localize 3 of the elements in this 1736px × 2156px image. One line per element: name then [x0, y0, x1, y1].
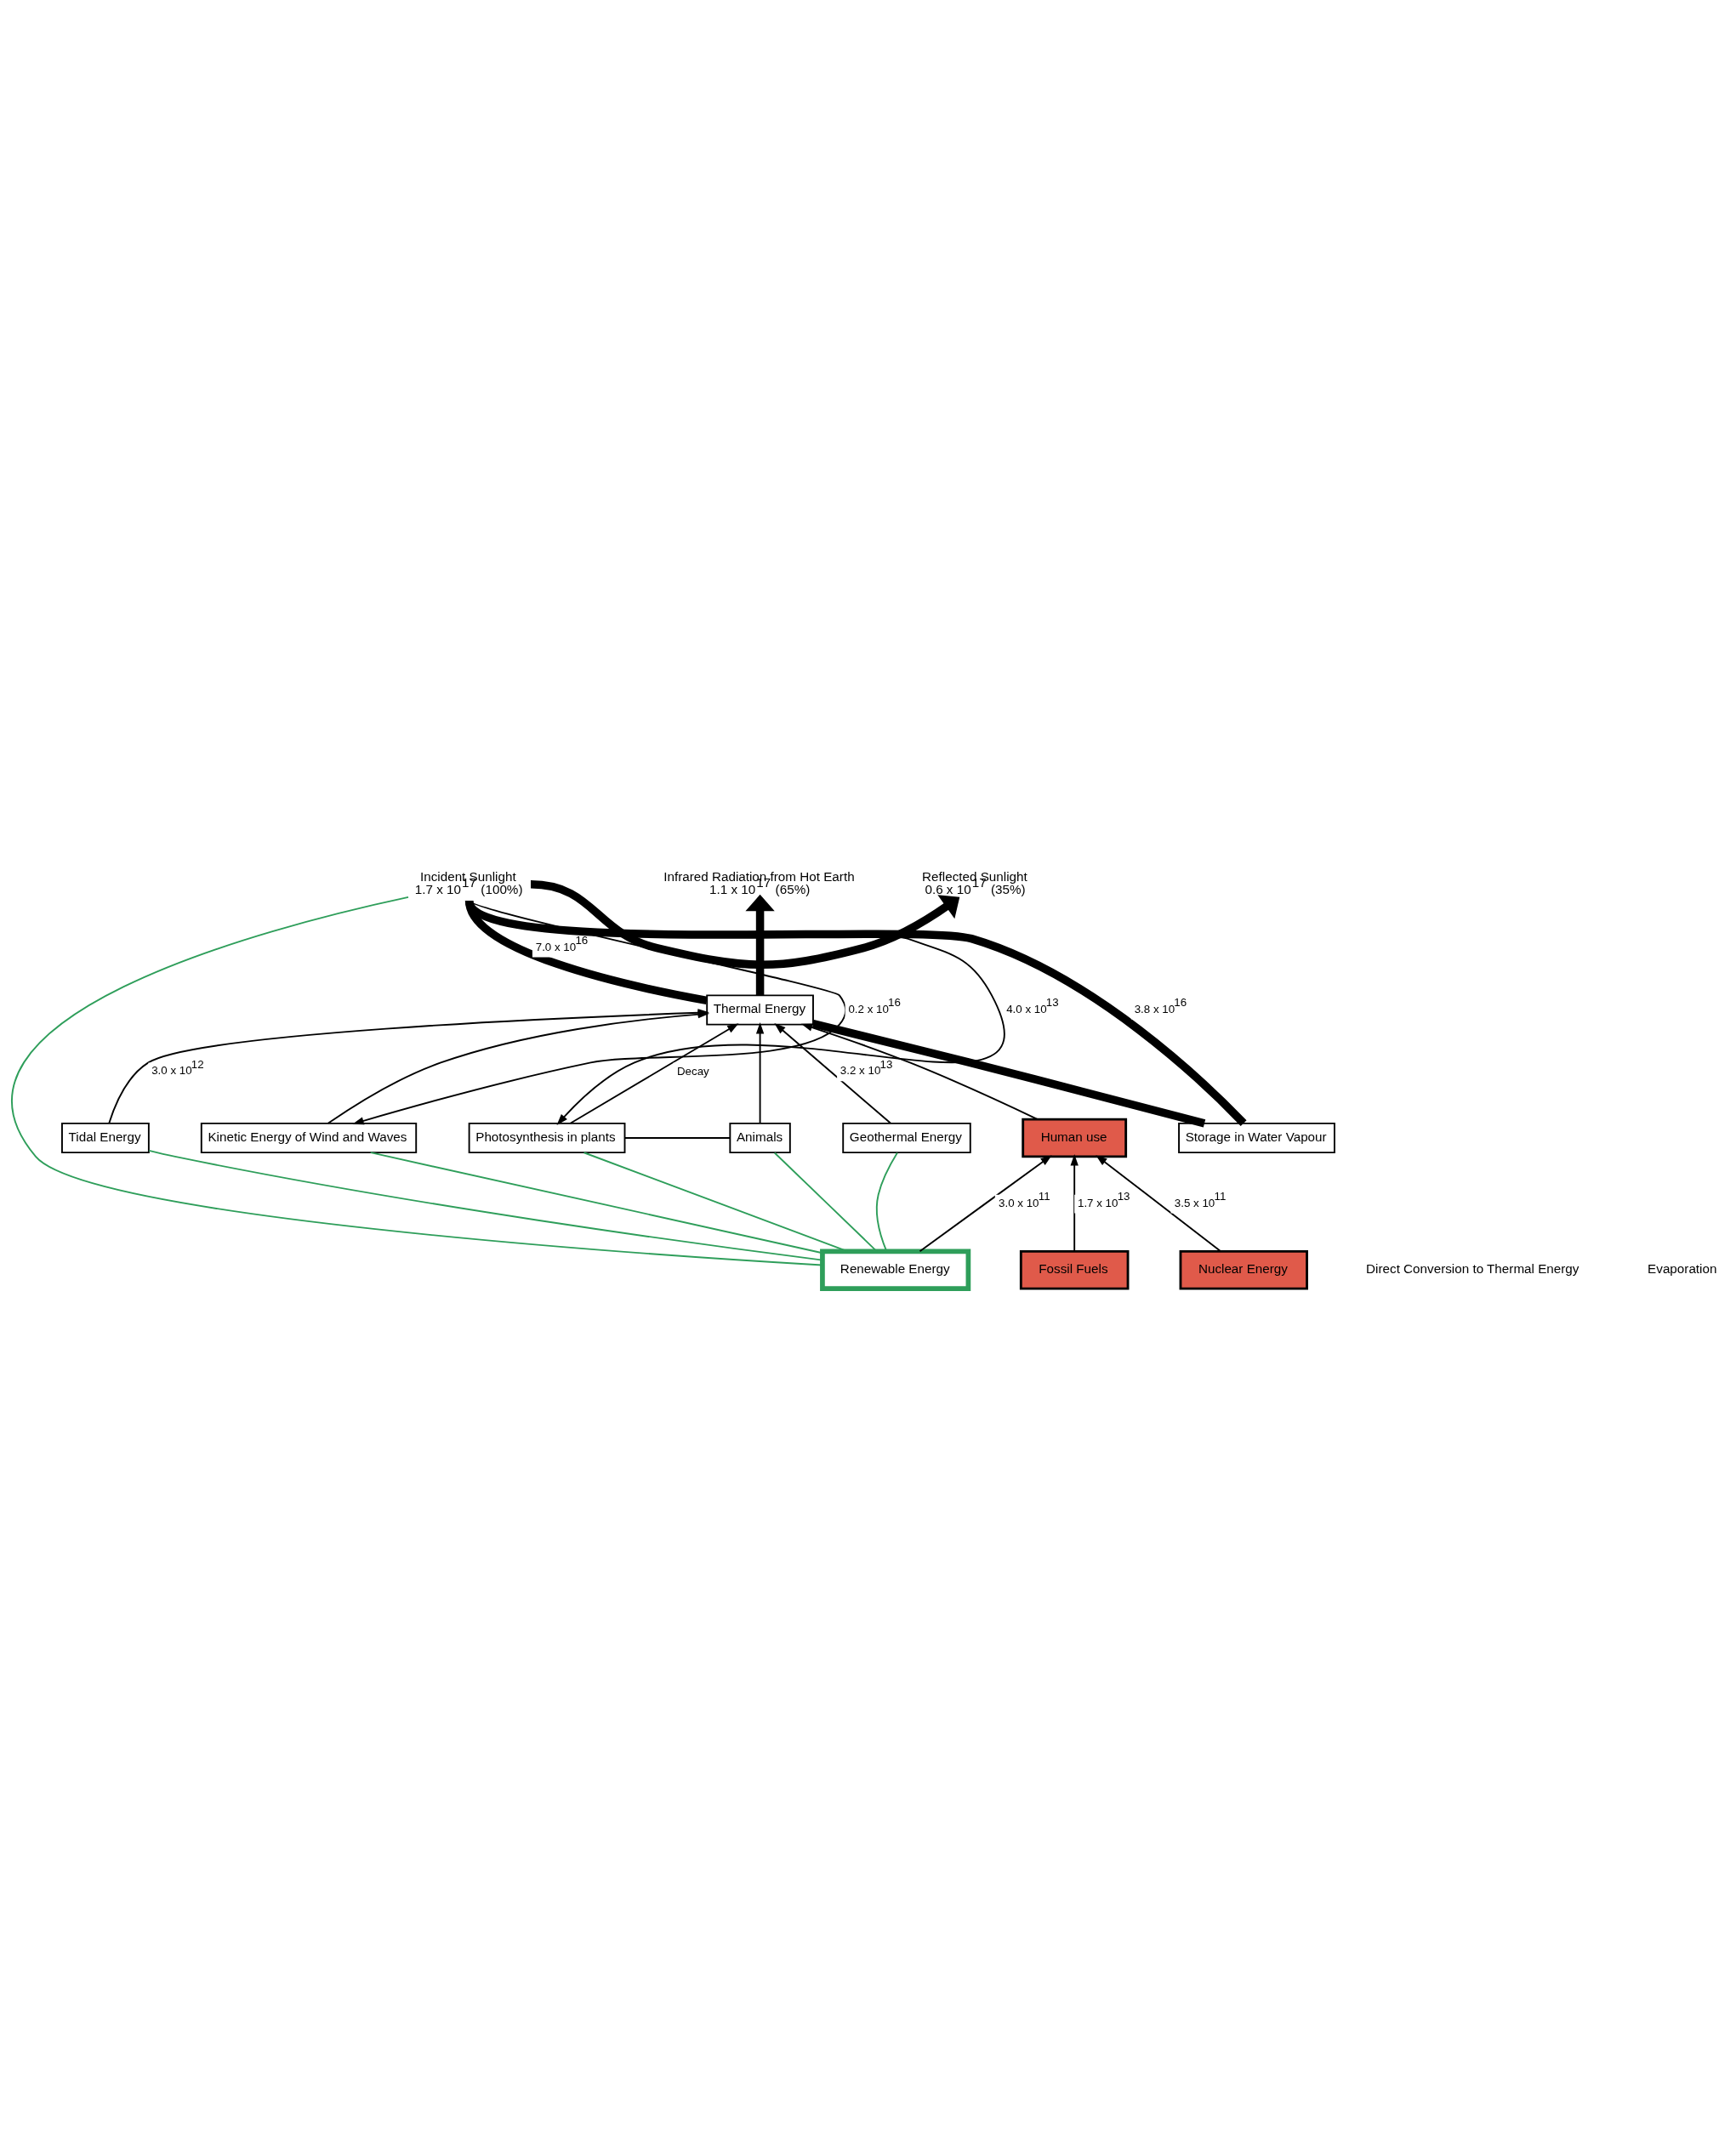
label: Direct Conversion to Thermal Energy	[1366, 1260, 1579, 1276]
edge-label: Decay	[676, 1064, 709, 1078]
label: Evaporation	[1648, 1260, 1717, 1276]
